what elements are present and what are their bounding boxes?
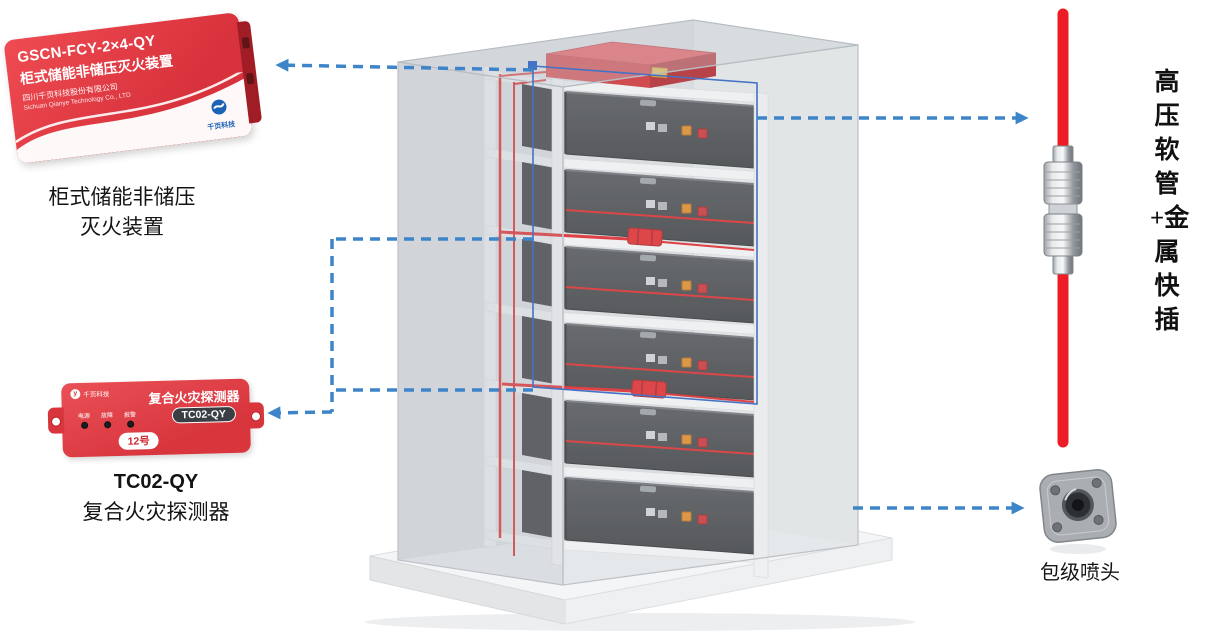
led-label: 报警 [123, 412, 137, 419]
blue-overlay-frame [528, 61, 758, 405]
led-alarm: 报警 [124, 410, 136, 428]
mounting-ear-left [47, 407, 65, 434]
hose-graphic [1043, 8, 1083, 448]
qianye-logo: 千页科技 [204, 97, 236, 132]
detector-leds: 电源 故障 报警 [78, 410, 136, 430]
qianye-logo-icon: y [70, 388, 81, 400]
extinguisher-caption-line2: 灭火装置 [80, 215, 164, 240]
battery-module-6 [522, 470, 755, 555]
screw-hole-icon [50, 416, 62, 427]
detector-device: y 千页科技 复合火灾探测器 TC02-QY 电源 故障 报警 12号 [47, 378, 265, 458]
nozzle-label: 包级喷头 [1040, 562, 1120, 584]
detector-number-tag: 12号 [118, 431, 159, 450]
pipe-fitting-lower [631, 379, 667, 399]
led-fault: 故障 [100, 410, 114, 429]
led-indicator-icon [103, 421, 111, 429]
rack-post-left [551, 77, 565, 567]
arrow-to-extinguisher [275, 58, 534, 72]
nozzle-shadow [1050, 544, 1106, 554]
detector-caption-line1: TC02-QY [113, 471, 199, 493]
side-connector-icon [241, 36, 251, 49]
detector-caption: TC02-QY 复合火灾探测器 [58, 468, 254, 527]
rack-front-shelves [551, 79, 767, 564]
led-indicator-icon [80, 421, 88, 429]
extinguisher-device: GSCN-FCY-2×4-QY 柜式储能非储压灭火装置 四川千页科技股份有限公司… [3, 12, 263, 164]
detector-title: 复合火灾探测器 [148, 388, 240, 407]
battery-rack [483, 41, 769, 579]
extinguisher-caption: 柜式储能非储压 灭火装置 [14, 182, 230, 243]
extinguisher-swoosh [11, 71, 253, 164]
led-label: 电源 [77, 413, 91, 421]
mounting-ear-right [247, 402, 265, 429]
qianye-logo-icon [211, 99, 227, 115]
screw-hole-icon [250, 411, 262, 422]
brand-text: 千页科技 [83, 391, 110, 399]
extinguisher-caption-line1: 柜式储能非储压 [48, 185, 196, 209]
qianye-logo: y 千页科技 [70, 388, 110, 400]
nozzle-graphic [1039, 469, 1117, 543]
pipe-fitting-upper [627, 227, 663, 247]
arrow-to-detector [267, 406, 333, 420]
led-indicator-icon [126, 420, 134, 428]
led-label: 故障 [100, 413, 114, 420]
glass-enclosure [397, 19, 859, 586]
led-power: 电源 [78, 411, 90, 429]
hose-vertical-label: 高压软管+金属快插 [1150, 69, 1190, 334]
connection-arrows [267, 58, 1029, 515]
metal-quick-connector-icon [1043, 145, 1083, 275]
detector-model-badge: TC02-QY [171, 405, 237, 424]
side-connector-icon [246, 72, 255, 85]
detector-caption-line2: 复合火灾探测器 [82, 500, 230, 524]
